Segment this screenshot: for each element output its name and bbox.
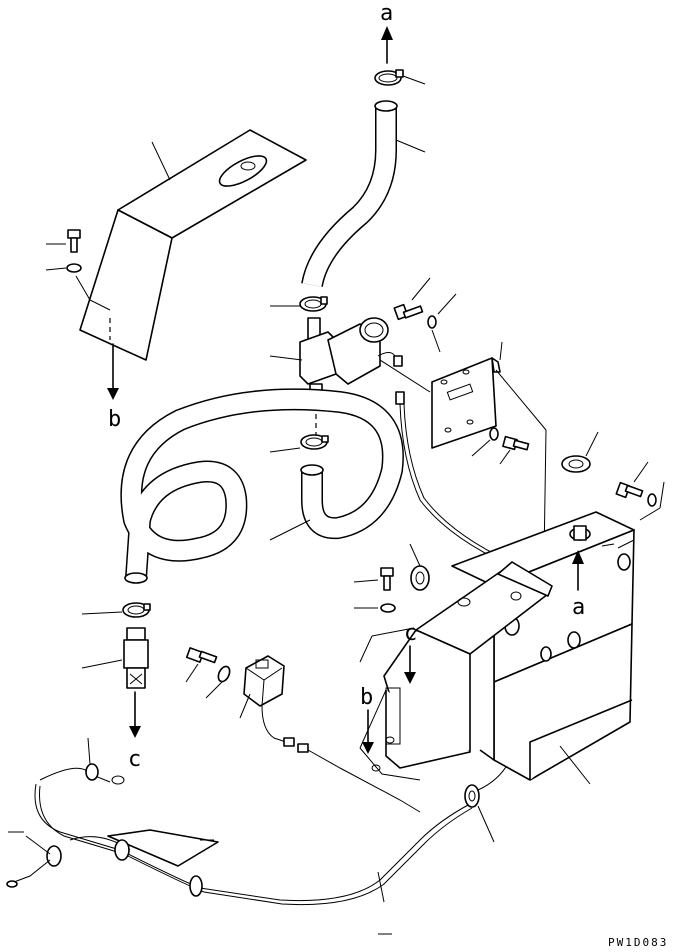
main-hose xyxy=(120,388,404,584)
hose-clamp-valve-upper xyxy=(270,296,328,312)
pressure-sensor xyxy=(81,627,149,689)
arrow-a-right xyxy=(572,550,584,591)
hose-clamp-bottom xyxy=(81,602,151,618)
arrow-c-tank xyxy=(404,645,416,684)
ref-label-b-tank: b xyxy=(360,685,373,710)
solenoid-valve xyxy=(269,317,403,397)
arrow-b-tank xyxy=(362,709,374,754)
ref-label-b-left: b xyxy=(108,407,121,432)
ref-label-c-tank: c xyxy=(404,621,417,646)
bracket-cover xyxy=(75,129,307,361)
upper-hose xyxy=(301,100,426,288)
arrow-b-left xyxy=(107,343,119,400)
bolt-upper-right xyxy=(393,277,457,353)
bolt-plate-lower xyxy=(471,427,530,465)
arrow-a-top xyxy=(381,26,393,64)
hose-clamp-top xyxy=(374,69,426,86)
water-tank xyxy=(451,511,635,785)
mounting-plate xyxy=(379,341,547,561)
bolt-far-right xyxy=(615,461,665,521)
wire-harness xyxy=(6,737,473,935)
arrow-c-left xyxy=(129,691,141,738)
bolt-left xyxy=(45,229,82,273)
relay-assembly xyxy=(185,647,421,813)
ref-label-a-top: a xyxy=(380,1,393,26)
tank-bracket xyxy=(359,561,553,781)
hose-clamp-valve-lower xyxy=(269,396,329,453)
drawing-code: PW1D083 xyxy=(608,936,668,949)
bolt-bracket xyxy=(353,543,430,663)
ref-label-a-right: a xyxy=(572,595,585,620)
grommet-upper-right xyxy=(561,431,599,473)
ref-label-c-left: c xyxy=(128,747,141,772)
